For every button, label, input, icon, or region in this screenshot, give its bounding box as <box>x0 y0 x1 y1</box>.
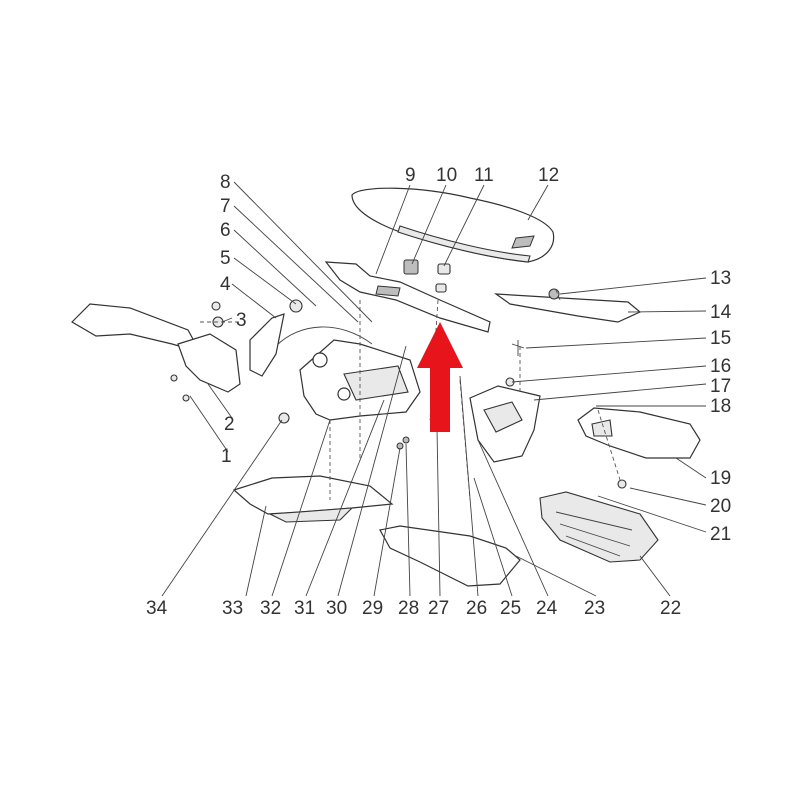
callout-2: 2 <box>224 414 235 435</box>
callout-22: 22 <box>660 598 681 619</box>
callout-7: 7 <box>220 196 231 217</box>
callout-13: 13 <box>710 268 731 289</box>
part-1-screw-b <box>182 394 190 402</box>
seat-logo-mark <box>511 235 535 249</box>
callout-23: 23 <box>584 598 605 619</box>
callout-34: 34 <box>146 598 168 619</box>
callout-25: 25 <box>500 598 521 619</box>
callout-8: 8 <box>220 172 231 193</box>
callout-24: 24 <box>536 598 558 619</box>
box-inner <box>483 401 523 433</box>
part-15-bolt <box>511 340 525 356</box>
callout-10: 10 <box>436 165 457 186</box>
callout-26: 26 <box>466 598 487 619</box>
callout-31: 31 <box>294 598 315 619</box>
part-plate-holder <box>539 491 659 563</box>
callout-3: 3 <box>236 310 247 331</box>
part-10-bumper <box>403 259 419 275</box>
part-side-panel <box>232 475 394 515</box>
callout-12: 12 <box>538 165 559 186</box>
seat-base-edge <box>397 225 531 263</box>
tail-light-lens <box>591 419 613 437</box>
part-1-screw <box>170 374 178 382</box>
part-lower-cover <box>379 525 521 587</box>
callout-1: 1 <box>221 446 232 467</box>
side-panel-lip <box>267 507 354 523</box>
part-fender-flap <box>177 333 241 393</box>
plate-holder-ribs <box>555 511 633 557</box>
callout-28: 28 <box>398 598 419 619</box>
rail-slot <box>375 285 401 297</box>
part-5-bolt <box>289 299 303 313</box>
part-20-nut <box>617 479 627 489</box>
part-13-fastener <box>548 288 560 300</box>
part-11-clip <box>437 263 451 275</box>
callout-9: 9 <box>405 165 416 186</box>
callout-32: 32 <box>260 598 281 619</box>
highlight-arrow <box>417 322 463 432</box>
callout-27: 27 <box>428 598 449 619</box>
callout-19: 19 <box>710 468 731 489</box>
callout-15: 15 <box>710 328 731 349</box>
callout-20: 20 <box>710 496 731 517</box>
callout-5: 5 <box>220 248 231 269</box>
callout-4: 4 <box>220 274 231 295</box>
part-subframe-rail <box>324 261 491 333</box>
callout-16: 16 <box>710 356 731 377</box>
part-11-clip-b <box>435 283 447 293</box>
callout-11: 11 <box>474 165 494 186</box>
callout-18: 18 <box>710 396 731 417</box>
callout-29: 29 <box>362 598 383 619</box>
shock-eye <box>312 352 328 368</box>
frame-hole <box>337 387 351 401</box>
part-seat <box>351 187 555 263</box>
part-28-screw <box>402 436 410 444</box>
part-4-guard <box>249 313 285 377</box>
part-cable <box>275 326 373 347</box>
leader-lines <box>161 181 707 597</box>
callout-6: 6 <box>220 220 231 241</box>
assembly-dashed-lines <box>200 289 621 501</box>
callout-17: 17 <box>710 376 731 397</box>
callout-labels: 1 2 3 4 5 6 7 8 9 10 11 12 13 14 15 16 1… <box>146 165 732 619</box>
callout-33: 33 <box>222 598 243 619</box>
part-3-nut-b <box>211 301 221 311</box>
part-rear-cover <box>493 293 642 323</box>
callout-30: 30 <box>326 598 347 619</box>
callout-21: 21 <box>710 524 731 545</box>
callout-14: 14 <box>710 302 732 323</box>
